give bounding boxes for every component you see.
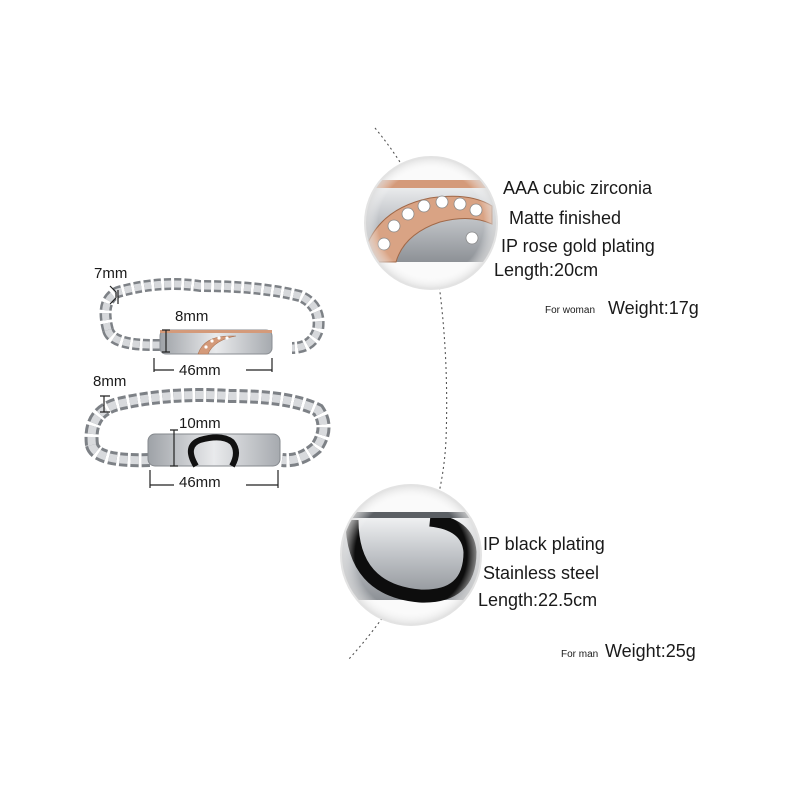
man-bracelet [84,388,331,468]
woman-for-label: For woman [545,305,596,316]
woman-feature-3: IP rose gold plating [501,236,655,256]
woman-plate-length-label: 46mm [179,362,221,379]
woman-bracelet [99,278,325,355]
man-band-width-label: 8mm [93,373,127,390]
woman-feature-2: Matte finished [509,208,622,228]
man-feature-2: Stainless steel [483,563,600,583]
man-for-label: For man [561,649,599,660]
man-feature-1: IP black plating [483,534,605,554]
woman-plate-height-label: 8mm [175,308,209,325]
dimension-lines [100,285,279,488]
woman-band-width-label: 7mm [94,265,128,282]
woman-length: Length:20cm [494,260,599,280]
man-plate-height-label: 10mm [179,415,221,432]
man-length: Length:22.5cm [478,590,598,610]
woman-feature-1: AAA cubic zirconia [503,178,653,198]
man-plate-length-label: 46mm [179,474,221,491]
woman-weight: Weight:17g [608,298,699,318]
man-weight: Weight:25g [605,641,696,661]
